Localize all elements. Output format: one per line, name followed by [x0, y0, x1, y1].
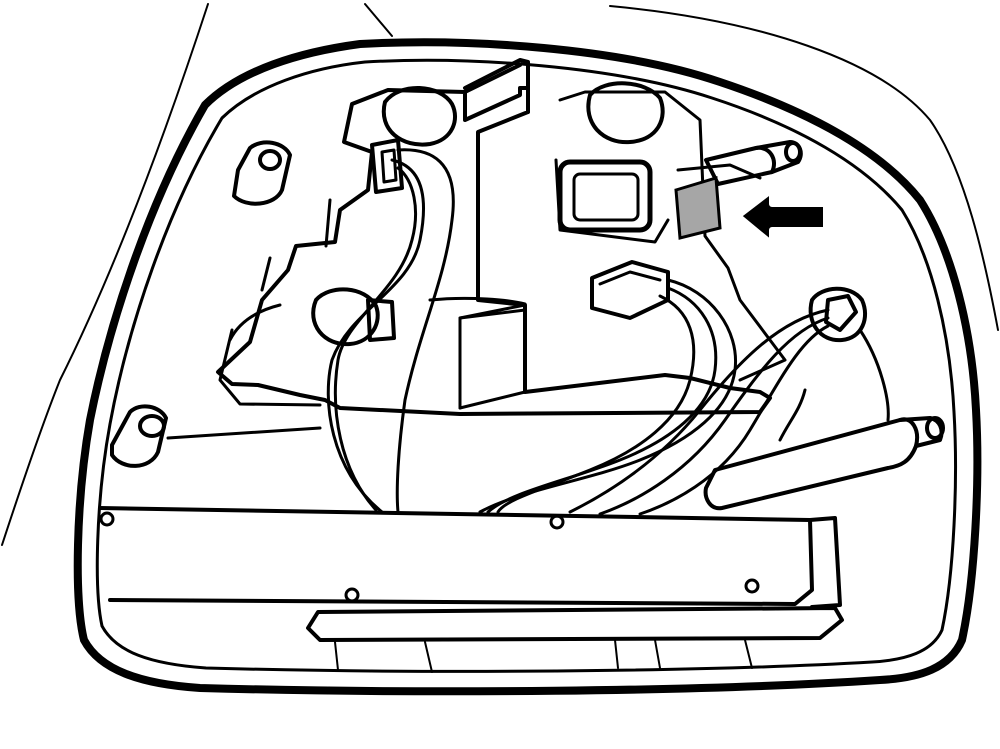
housing-outline — [73, 38, 982, 696]
mounting-pins — [703, 140, 945, 511]
bulb-sockets — [311, 81, 868, 347]
lower-bracket — [98, 506, 844, 673]
callout-arrow-icon — [735, 187, 829, 247]
highlighted-part — [674, 176, 722, 240]
bulb-carrier-plate — [216, 58, 787, 416]
wiring-harness — [326, 148, 830, 516]
housing-contours — [228, 303, 890, 442]
body-panel-lines — [1, 3, 999, 546]
mounting-stud-left — [110, 404, 322, 468]
mounting-stud-upper — [232, 140, 292, 206]
lamp-window — [557, 159, 653, 233]
